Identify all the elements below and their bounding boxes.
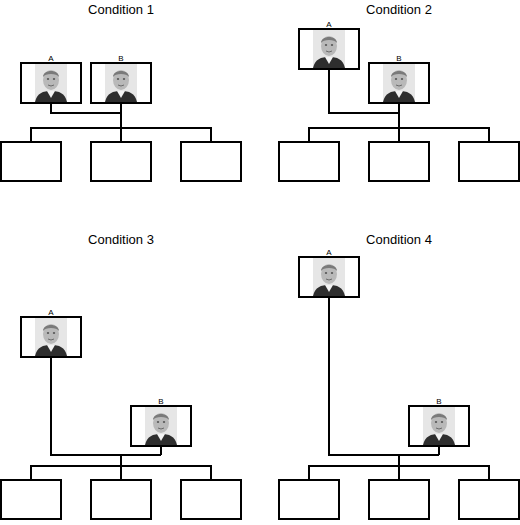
photo-box: A xyxy=(20,316,82,358)
box-letter: A xyxy=(22,54,80,63)
condition-title: Condition 2 xyxy=(366,2,432,17)
box-letter: B xyxy=(132,397,190,406)
photo-box: B xyxy=(130,405,192,447)
photo-box: A xyxy=(298,28,360,70)
photo-box: B xyxy=(368,62,430,104)
photo-box: A xyxy=(298,256,360,298)
box-letter: B xyxy=(370,54,428,63)
condition-title: Condition 4 xyxy=(366,232,432,247)
box-letter: B xyxy=(410,397,468,406)
empty-box xyxy=(1,142,519,519)
box-letter: B xyxy=(92,54,150,63)
box-letter: A xyxy=(22,308,80,317)
condition-title: Condition 3 xyxy=(88,232,154,247)
condition-title: Condition 1 xyxy=(88,2,154,17)
photo-box: B xyxy=(90,62,152,104)
box-letter: A xyxy=(300,20,358,29)
photo-box: B xyxy=(408,405,470,447)
box-letter: A xyxy=(300,248,358,257)
photo xyxy=(35,30,455,445)
tree-lines xyxy=(31,70,489,480)
photo-box: A xyxy=(20,62,82,104)
